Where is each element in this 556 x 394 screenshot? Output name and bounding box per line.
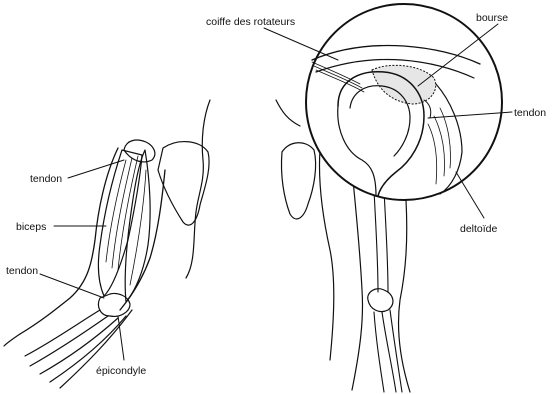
right-torso-outline [319,150,333,360]
label-tendon-right: tendon [514,107,546,119]
label-epicondyle: épicondyle [96,365,146,377]
leader-tendon-bottom-left [40,274,104,298]
right-arm-outer [398,200,410,392]
right-scapula [281,143,315,219]
right-torso-top [276,100,300,126]
biceps-fiber-1 [106,160,126,262]
left-torso-outline [186,100,210,278]
label-biceps: biceps [16,221,46,233]
label-bourse: bourse [476,12,508,24]
right-humerus-2 [384,190,388,292]
upper-arm-inner [120,170,165,310]
magnified-shoulder [306,4,502,200]
label-tendon-bottom-left: tendon [6,265,38,277]
biceps-fiber-3 [118,156,138,270]
right-arm-inner [352,170,363,390]
leader-deltoide [456,172,484,218]
left-forearm-bone-2 [30,316,108,366]
label-tendon-top-left: tendon [30,173,62,185]
right-humerus-1 [374,190,378,292]
left-forearm-top [4,334,20,346]
right-forearm-bone-1 [374,312,384,392]
left-forearm-bone-1 [25,310,100,356]
left-elbow-joint [98,293,130,316]
label-coiffe: coiffe des rotateurs [206,16,295,28]
right-elbow-joint [368,289,393,312]
left-humeral-head [124,140,155,162]
label-deltoide: deltoïde [460,223,498,235]
right-forearm-bone-2 [382,312,396,392]
left-arm-figure [4,100,210,388]
biceps-muscle [98,150,142,296]
